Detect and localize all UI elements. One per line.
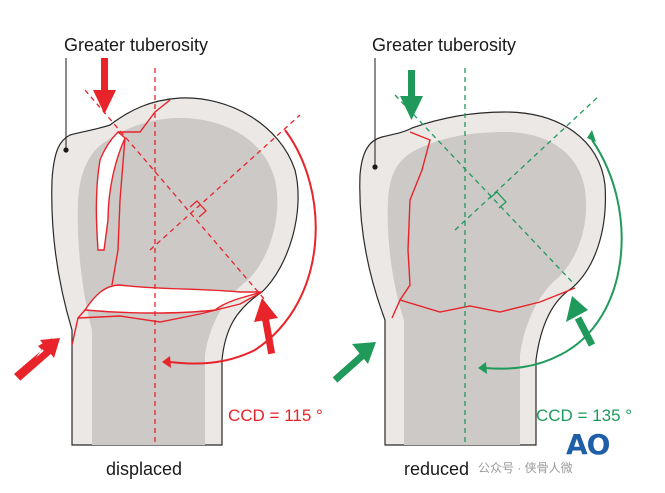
reduced-caption: reduced — [404, 459, 470, 479]
left-rotation-arrowhead — [162, 356, 171, 368]
left-tuberosity-gap — [95, 131, 126, 251]
left-arrow-bl-shaft — [15, 347, 53, 381]
reduced-humerus — [332, 58, 623, 446]
left-right-angle-mark — [189, 200, 207, 218]
left-bone-inner — [77, 118, 278, 445]
right-head-perpendicular — [394, 94, 576, 286]
right-fracture-line-lower — [391, 287, 576, 319]
left-fracture-line-top — [118, 99, 171, 133]
left-fracture-line-lateral — [71, 309, 86, 346]
displaced-humerus — [14, 58, 317, 446]
right-arrow-br-head — [566, 296, 588, 322]
left-ccd-label: CCD = 115 ° — [228, 406, 323, 425]
left-arrow-top — [101, 58, 108, 94]
left-rotation-arc — [169, 129, 317, 365]
left-fracture-line-lower — [77, 291, 263, 323]
right-arrow-bl-shaft — [332, 353, 365, 383]
right-bone-inner — [387, 132, 587, 445]
left-arrow-bottom-right — [261, 317, 276, 355]
ao-logo: AO — [566, 428, 610, 461]
left-head-axis — [149, 114, 301, 251]
right-head-axis — [454, 94, 601, 231]
right-ccd-label: CCD = 135 ° — [536, 406, 633, 425]
right-fracture-line-top — [399, 131, 431, 301]
left-head-perpendicular — [84, 89, 266, 301]
displaced-caption: displaced — [106, 459, 183, 479]
watermark-text: 公众号 · 侠骨人微 — [478, 461, 573, 475]
left-fracture-line-vertical — [111, 137, 126, 286]
right-rotation-arc — [484, 139, 623, 370]
right-arrow-br-shaft — [574, 316, 596, 347]
right-rotation-arrowhead — [478, 362, 487, 374]
right-rotation-arrowhead-top — [587, 130, 596, 142]
right-arrow-bl-head — [352, 342, 376, 364]
left-arrow-bl-head — [40, 338, 60, 358]
right-greater-tuberosity-label: Greater tuberosity — [372, 35, 517, 55]
right-right-angle-mark — [489, 191, 507, 209]
left-greater-tuberosity-label: Greater tuberosity — [64, 35, 209, 55]
right-arrow-top-head — [400, 96, 423, 120]
right-arrow-top — [408, 70, 415, 100]
